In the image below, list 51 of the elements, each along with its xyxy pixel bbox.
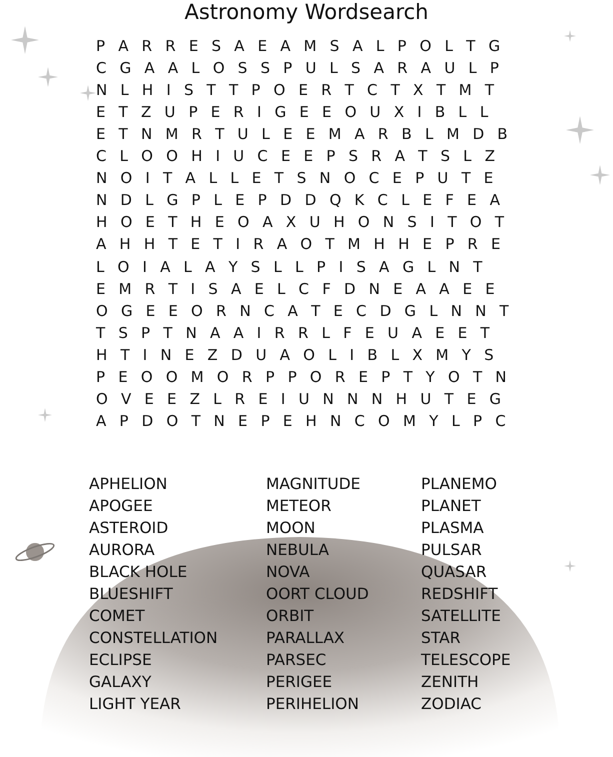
word-list-item: ORBIT [266, 607, 314, 625]
letter-row: A H H T E T I R A O T M H H E P R E [96, 235, 505, 254]
letter-row: C G A A L O S S P U L S A R A U L P [96, 59, 504, 78]
word-list-item: COMET [89, 607, 145, 625]
word-list-item: TELESCOPE [421, 651, 511, 669]
word-list-item: PARSEC [266, 651, 326, 669]
word-list-item: PLANET [421, 497, 481, 515]
letter-row: C L O O H I U C E E P S R A T S L Z [96, 147, 500, 166]
word-list-item: MAGNITUDE [266, 475, 360, 493]
word-list-item: PERIHELION [266, 695, 359, 713]
word-list-item: REDSHIFT [421, 585, 498, 603]
word-list-item: PLASMA [421, 519, 484, 537]
letter-row: N D L G P L E P D D Q K C L E F E A [96, 191, 504, 210]
letter-row: P A R R E S A E A M S A L P O L T G [96, 37, 504, 55]
word-list-item: APOGEE [89, 497, 153, 515]
word-list-item: NEBULA [266, 541, 329, 559]
letter-row: N O I T A L L E T S N O C E P U T E [96, 169, 498, 188]
title: Astronomy Wordsearch [183, 0, 430, 24]
letter-row: A P D O T N E P E H N C O M Y L P C [96, 412, 510, 430]
word-list-item: BLUESHIFT [89, 585, 173, 603]
letter-row: E M R T I S A E L C F D N E A A E E [96, 280, 499, 298]
letter-row: H O E T H E O A X U H O N S I T O T [96, 213, 508, 232]
letter-row: N L H I S T T P O E R T C T X T M T [96, 81, 498, 100]
word-list-item: PARALLAX [266, 629, 345, 647]
word-list-item: STAR [421, 629, 460, 647]
word-list-item: MOON [266, 519, 316, 537]
word-list-item: PERIGEE [266, 673, 332, 691]
word-list-item: ASTEROID [89, 519, 168, 537]
word-list-item: GALAXY [89, 673, 152, 691]
word-list-item: APHELION [89, 475, 168, 493]
letter-row: O G E E O R N C A T E C D G L N N T [96, 302, 513, 320]
word-list-item: PULSAR [421, 541, 482, 559]
letter-row: E T Z U P E R I G E E O U X I B L L [96, 103, 492, 122]
word-list-item: ECLIPSE [89, 651, 152, 669]
letter-row: T S P T N A A I R R L F E U A E E T [96, 324, 494, 342]
word-list-item: PLANEMO [421, 475, 497, 493]
word-list-item: OORT CLOUD [266, 585, 369, 603]
word-list-item: LIGHT YEAR [89, 695, 181, 713]
letter-row: H T I N E Z D U A O L I B L X M Y S [96, 346, 498, 364]
word-list-item: BLACK HOLE [89, 563, 188, 581]
word-list-item: SATELLITE [421, 607, 501, 625]
letter-row: O V E E Z L R E I U N N N H U T E G [96, 390, 506, 408]
word-list-item: NOVA [266, 563, 310, 581]
letter-row: P E O O M O R P P O R E P T Y O T N [96, 368, 511, 386]
word-list-item: ZENITH [421, 673, 479, 691]
word-list-item: ZODIAC [421, 695, 482, 713]
word-list-item: METEOR [266, 497, 332, 515]
word-list-item: AURORA [89, 541, 155, 559]
word-list-item: CONSTELLATION [89, 629, 218, 647]
letter-row: E T N M R T U L E E M A R B L M D B [96, 125, 512, 144]
letter-row: L O I A L A Y S L L P I S A G L N T [96, 258, 487, 276]
